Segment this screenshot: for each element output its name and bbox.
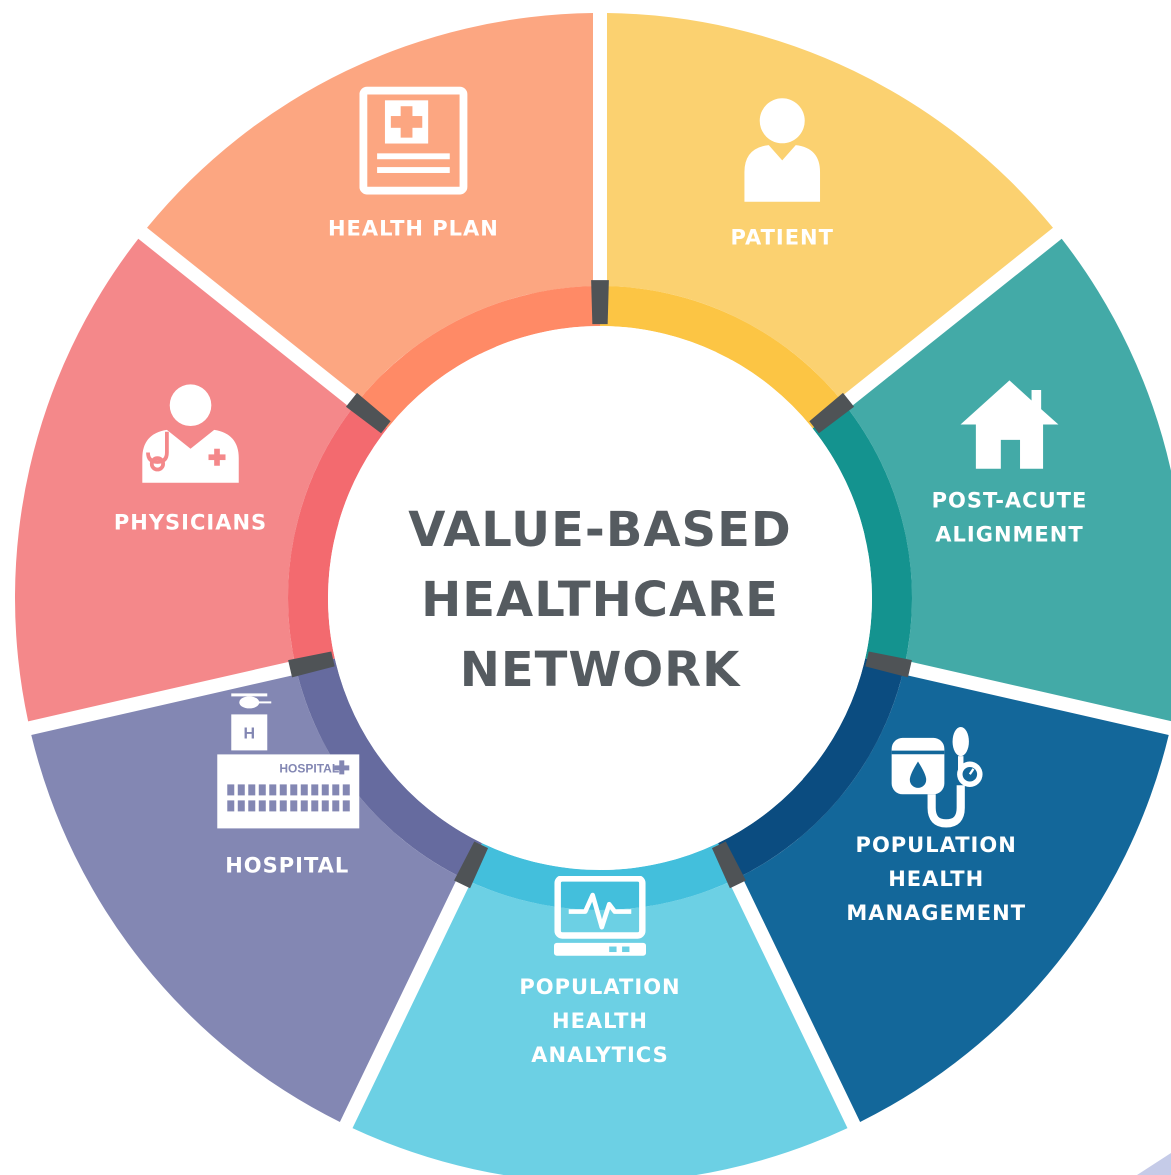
segment-label-health-plan: HEALTH PLAN	[328, 217, 499, 241]
center-circle	[328, 326, 872, 870]
segment-population-health-analytics	[352, 882, 848, 1175]
ring-connectors	[288, 280, 912, 889]
segment-post-acute-alignment	[848, 238, 1171, 722]
helipad-letter: H	[243, 725, 255, 742]
segment-label-population-health-management: POPULATION	[856, 833, 1017, 857]
segment-label-population-health-management: MANAGEMENT	[846, 901, 1026, 925]
segment-population-health-management	[741, 674, 1169, 1122]
segment-health-plan	[147, 13, 594, 399]
segments-layer	[15, 13, 1171, 1175]
ring-connector	[711, 841, 746, 889]
segment-patient	[606, 13, 1053, 399]
ring-arc-post-acute-alignment	[812, 403, 912, 668]
segment-label-hospital: HOSPITAL	[225, 853, 349, 877]
segment-label-post-acute-alignment: POST-ACUTE	[932, 489, 1088, 513]
hospital-building-icon: H HOSPITAL	[217, 693, 360, 829]
ring-connector	[454, 841, 489, 889]
corner-decoration	[1137, 1153, 1171, 1175]
segment-label-post-acute-alignment: ALIGNMENT	[935, 523, 1083, 547]
segment-label-population-health-analytics: ANALYTICS	[531, 1043, 668, 1067]
ring-connector	[809, 392, 855, 434]
center-title-line-1: VALUE-BASED	[408, 502, 792, 558]
ring-connector	[591, 280, 609, 325]
segment-label-patient: PATIENT	[730, 226, 833, 250]
segment-hospital	[31, 674, 459, 1122]
ring-connector	[288, 651, 335, 678]
segment-label-population-health-analytics: POPULATION	[519, 975, 680, 999]
hospital-sign-text: HOSPITAL	[279, 761, 339, 775]
ring-arc-physicians	[288, 403, 388, 668]
segment-label-physicians: PHYSICIANS	[114, 511, 267, 535]
segment-label-population-health-analytics: HEALTH	[552, 1009, 648, 1033]
ring-connector	[865, 651, 912, 678]
segment-labels: PATIENT POST-ACUTE ALIGNMENT POPULATION HEAL…	[114, 217, 1088, 1067]
segment-label-population-health-management: HEALTH	[888, 867, 984, 891]
ring-connector	[345, 392, 391, 434]
ring-arc-hospital	[295, 658, 482, 880]
ring-arc-population-health-management	[718, 658, 905, 880]
ring-arc-health-plan	[356, 286, 600, 429]
segment-icons: H HOSPITAL	[140, 91, 1059, 956]
center-title-line-2: HEALTHCARE	[421, 572, 779, 628]
inner-ring	[288, 286, 912, 910]
center-title-line-3: NETWORK	[460, 642, 741, 698]
ring-arc-patient	[600, 286, 844, 429]
